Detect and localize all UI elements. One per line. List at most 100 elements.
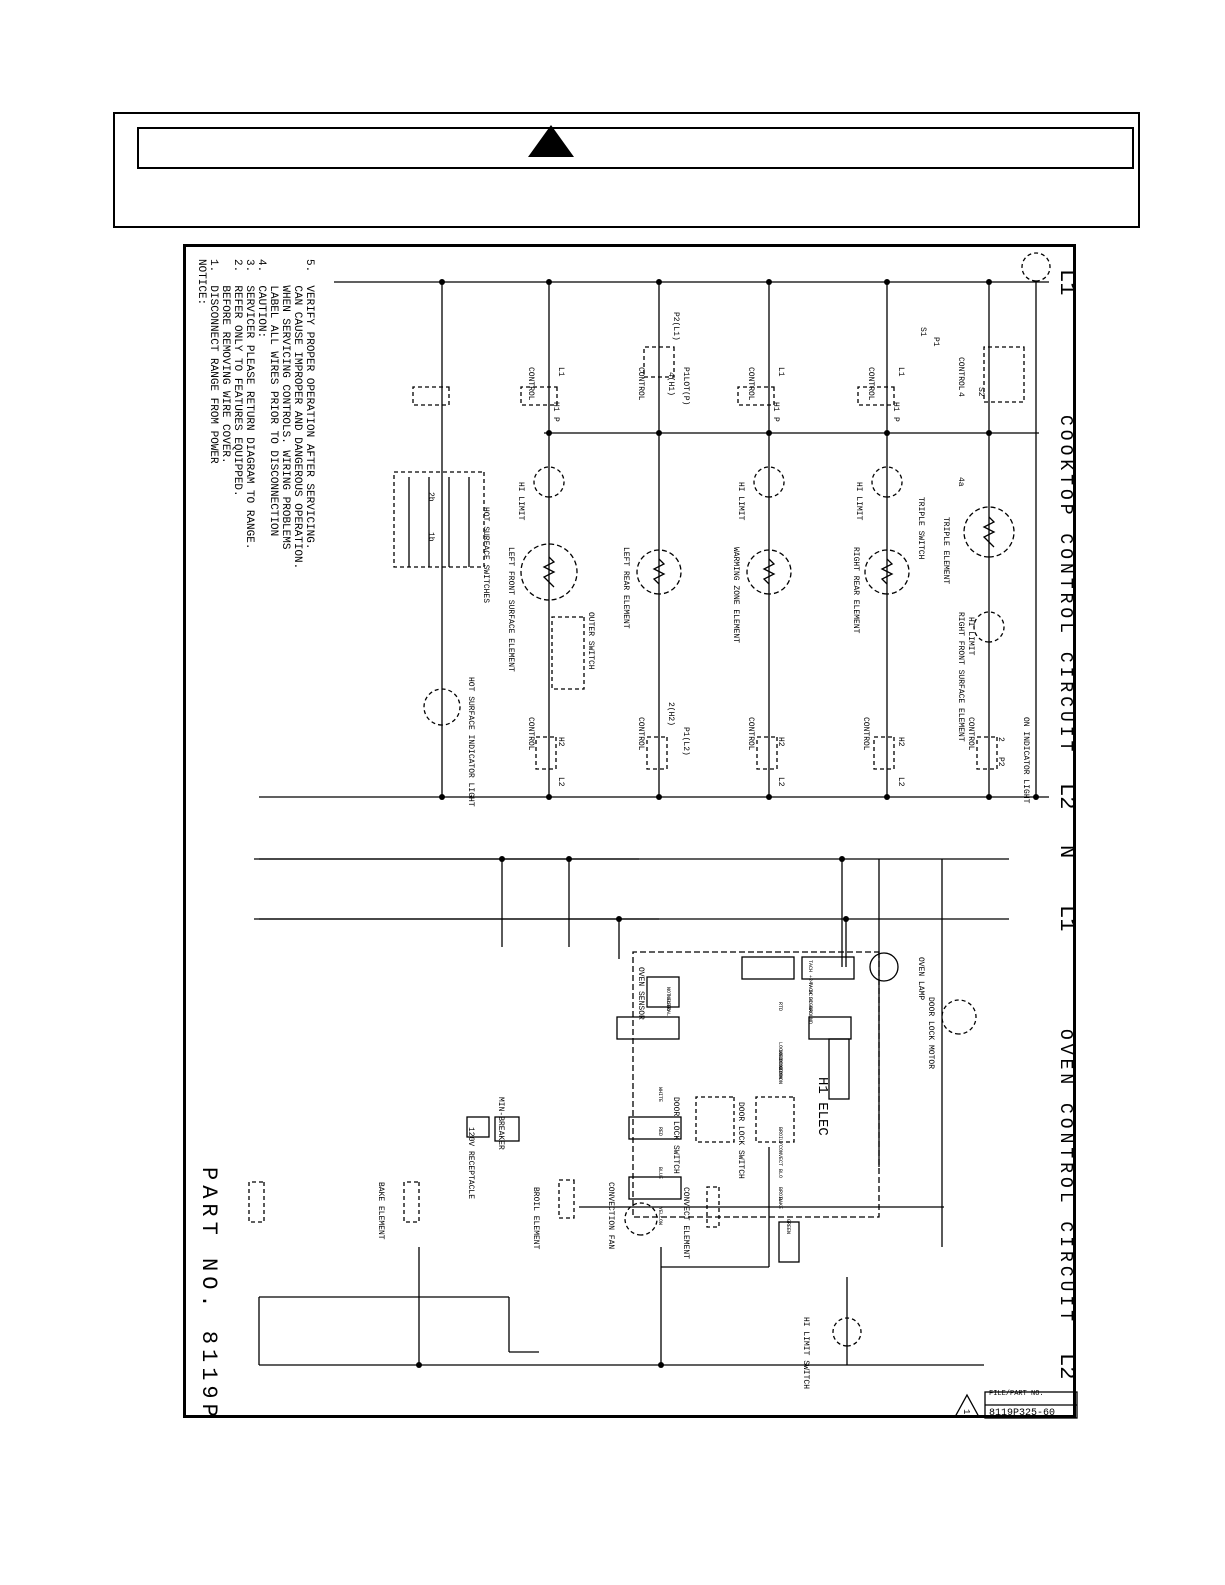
board-broil: BROIL xyxy=(777,1187,783,1202)
label-control-4: CONTROL xyxy=(636,367,645,401)
label-door-lock-switch-1: DOOR LOCK SWITCH xyxy=(671,1097,680,1174)
notice-line-2: BEFORE REMOVING WIRE COVER. xyxy=(219,259,231,464)
cooktop-circuit-title: COOKTOP CONTROL CIRCUIT xyxy=(1055,415,1075,755)
label-hi-limit-4: HI LIMIT xyxy=(966,617,975,656)
label-door-lock-switch-2: DOOR LOCK SWITCH xyxy=(736,1102,745,1179)
surface-elements xyxy=(423,252,1051,726)
warning-box xyxy=(113,112,1140,228)
board-blue: BLUE xyxy=(657,1167,663,1179)
label-control-6: CONTROL xyxy=(966,717,975,751)
label-hot-surface-light: HOT SURFACE INDICATOR LIGHT xyxy=(466,677,475,807)
label-2-h2: 2(H2) xyxy=(666,702,675,726)
label-hi-limit-1: HI LIMIT xyxy=(854,482,863,521)
control-switches xyxy=(412,346,1025,770)
rail-label-l2-top: L2 xyxy=(1054,783,1079,809)
board-tach-signal: TACH SIGNAL xyxy=(807,982,813,1015)
board-rtd: RTD xyxy=(777,1002,783,1011)
label-h1-b: H1 xyxy=(771,402,780,412)
label-l1-c: L1 xyxy=(556,367,565,377)
label-control-7: CONTROL xyxy=(861,717,870,751)
label-left-rear: LEFT REAR ELEMENT xyxy=(621,547,630,629)
label-outer-switch: OUTER SWITCH xyxy=(586,612,595,670)
board-yellow: YELLOW xyxy=(657,1207,663,1225)
notice-line-8: CAN CAUSE IMPROPER AND DANGEROUS OPERATI… xyxy=(291,259,303,569)
notice-line-6: LABEL ALL WIRES PRIOR TO DISCONNECTION xyxy=(267,259,279,536)
oven-circuit-title: OVEN CONTROL CIRCUIT xyxy=(1055,1029,1075,1325)
label-l2-a: L2 xyxy=(896,777,905,787)
label-p1lot: P1LOT(P) xyxy=(681,367,690,405)
label-convection-fan: CONVECTION FAN xyxy=(606,1182,615,1249)
file-part-label: FILE/PART NO. xyxy=(989,1390,1044,1398)
wiring-diagram: L1 L2 N L1 L2 COOKTOP CONTROL CIRCUIT OV… xyxy=(183,244,1079,1421)
revision-number: 1 xyxy=(961,1409,971,1414)
label-hi-limit-switch: HI LIMIT SWITCH xyxy=(801,1317,810,1389)
label-control-9: CONTROL xyxy=(636,717,645,751)
board-dc-ground: DC GROUND xyxy=(807,997,813,1024)
label-4-h1: 4(H1) xyxy=(666,372,675,396)
label-convect-element: CONVECT ELEMENT xyxy=(681,1187,690,1259)
board-bake: BAKE xyxy=(777,1197,783,1209)
label-l1-a: L1 xyxy=(896,367,905,377)
label-on-indicator-light: ON INDICATOR LIGHT xyxy=(1021,717,1030,804)
label-h2-a: H2 xyxy=(896,737,905,747)
board-unlocked: UNLOCKED xyxy=(777,1050,783,1074)
part-number: PART NO. 8119P325-60 xyxy=(196,1167,221,1421)
label-min-breaker: MIN-BREAKER xyxy=(496,1097,505,1150)
label-receptacle: 120V RECEPTACLE xyxy=(466,1127,475,1199)
board-red: RED xyxy=(657,1127,663,1136)
label-p-c: P xyxy=(551,417,560,422)
board-door-sw: DOOR SW xyxy=(777,1058,783,1079)
label-oven-sensor: OVEN SENSOR xyxy=(636,967,645,1020)
label-p-b: P xyxy=(771,417,780,422)
label-sw-2b: 2b xyxy=(426,492,435,502)
label-l2-c: L2 xyxy=(556,777,565,787)
board-convect-blo: BROIL/CONVECT BLO xyxy=(777,1127,783,1178)
label-broil-element: BROIL ELEMENT xyxy=(531,1187,540,1250)
label-h1-a: H1 xyxy=(891,402,900,412)
label-triple-element: TRIPLE ELEMENT xyxy=(941,517,950,584)
label-l2-b: L2 xyxy=(776,777,785,787)
cooktop-branches xyxy=(441,282,1039,797)
label-control-5: CONTROL xyxy=(526,367,535,401)
file-part-value: 8119P325-60 xyxy=(989,1408,1055,1419)
board-white: WHITE xyxy=(657,1087,663,1102)
label-bake-element: BAKE ELEMENT xyxy=(376,1182,385,1240)
notice-line-5: 4. CAUTION: xyxy=(255,259,267,338)
notice-title: NOTICE: xyxy=(195,259,207,305)
board-tach-24v: TACH +24V DC xyxy=(807,960,813,996)
label-door-lock-motor: DOOR LOCK MOTOR xyxy=(926,997,935,1069)
board-neutral: NEUTRAL xyxy=(665,995,671,1016)
board-locked: LOCKED xyxy=(777,1042,783,1060)
label-hot-surface-switches: HOT SURFACE SWITCHES xyxy=(481,507,490,603)
label-hi-limit-2: HI LIMIT xyxy=(736,482,745,521)
label-control-8: CONTROL xyxy=(746,717,755,751)
notice-line-1: 1. DISCONNECT RANGE FROM POWER xyxy=(207,259,219,464)
notice-line-4: 3. SERVICER PLEASE RETURN DIAGRAM TO RAN… xyxy=(243,259,255,549)
notice-block: NOTICE: 1. DISCONNECT RANGE FROM POWER B… xyxy=(195,259,315,569)
rail-label-l2-bottom: L2 xyxy=(1054,1353,1079,1379)
label-left-front: LEFT FRONT SURFACE ELEMENT xyxy=(506,547,515,672)
notice-line-7: WHEN SERVICING CONTROLS. WIRING PROBLEMS xyxy=(279,259,291,550)
label-s2: S2 xyxy=(976,387,985,397)
oven-components xyxy=(248,952,977,1347)
label-4a: 4a xyxy=(956,477,965,487)
label-p-a: P xyxy=(891,417,900,422)
label-p1-l2: P1(L2) xyxy=(681,727,690,756)
warning-header-bar xyxy=(137,125,1134,169)
notice-line-3: 2. REFER ONLY TO FEATURES EQUIPPED. xyxy=(231,259,243,497)
board-not-used: NOT USED xyxy=(665,987,671,1011)
label-p1: P1 xyxy=(931,337,940,347)
label-hi-limit-3: HI LIMIT xyxy=(516,482,525,521)
rail-label-n: N xyxy=(1054,845,1079,858)
label-right-rear: RIGHT REAR ELEMENT xyxy=(851,547,860,634)
label-p2-l1: P2(L1) xyxy=(671,312,680,341)
label-control-10: CONTROL xyxy=(526,717,535,751)
label-control-1: CONTROL xyxy=(956,357,965,391)
label-control-3: CONTROL xyxy=(746,367,755,401)
oven-wiring xyxy=(254,858,944,1365)
label-l1-b: L1 xyxy=(776,367,785,377)
label-h2-c: H2 xyxy=(556,737,565,747)
label-h1-c: H1 xyxy=(551,402,560,412)
label-s1: S1 xyxy=(918,327,927,337)
label-4: 4 xyxy=(956,392,965,397)
